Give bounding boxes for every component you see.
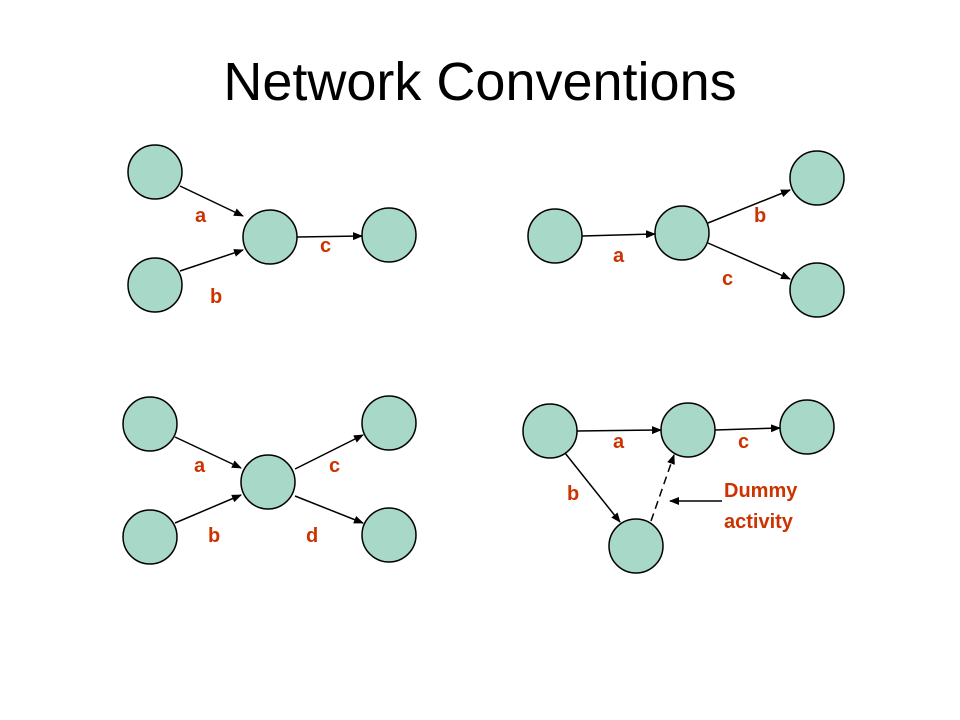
activity-arrow-a (576, 426, 662, 435)
label-c: c (738, 431, 749, 453)
activity-arrow-b (179, 249, 244, 272)
node (660, 402, 716, 458)
node (527, 208, 583, 264)
activity-arrow-d (294, 495, 364, 524)
page-title: Network Conventions (223, 52, 737, 112)
label-b: b (754, 205, 766, 227)
activity-arrow-b (707, 189, 791, 224)
activity-arrow-c (707, 242, 791, 280)
activity-arrow-a (179, 185, 244, 217)
node (789, 150, 845, 206)
label-a: a (195, 205, 207, 227)
label-b: b (567, 483, 579, 505)
label-c: c (329, 455, 340, 477)
node (127, 144, 183, 200)
dummy-activity-arrow (650, 454, 675, 522)
node (608, 518, 664, 574)
node (522, 403, 578, 459)
node (240, 454, 296, 510)
node (127, 257, 183, 313)
label-b: b (208, 525, 220, 547)
dummy-label-line1: Dummy (724, 480, 798, 502)
node (779, 399, 835, 455)
label-b: b (210, 286, 222, 308)
activity-arrow-a (174, 436, 242, 469)
diagram-dummy-activity: a b c Dummy activity (522, 399, 835, 574)
label-c: c (722, 268, 733, 290)
node (361, 395, 417, 451)
activity-arrow-a (581, 230, 656, 239)
node (789, 262, 845, 318)
label-a: a (613, 245, 625, 267)
activity-arrow-c (714, 424, 781, 433)
diagram-merge-burst: a b c d (122, 395, 417, 565)
label-a: a (194, 455, 206, 477)
label-d: d (306, 525, 318, 547)
node (122, 396, 178, 452)
diagram-merge: a b c (127, 144, 417, 313)
activity-arrow-c (294, 434, 364, 470)
label-a: a (613, 431, 625, 453)
node (654, 205, 710, 261)
node (242, 209, 298, 265)
node (361, 207, 417, 263)
label-c: c (320, 235, 331, 257)
activity-arrow-c (296, 232, 363, 241)
dummy-label-line2: activity (724, 511, 794, 533)
node (122, 509, 178, 565)
diagram-burst: a b c (527, 150, 845, 318)
activity-arrow-b (174, 494, 242, 524)
node (361, 507, 417, 563)
activity-arrow-b (564, 452, 621, 523)
